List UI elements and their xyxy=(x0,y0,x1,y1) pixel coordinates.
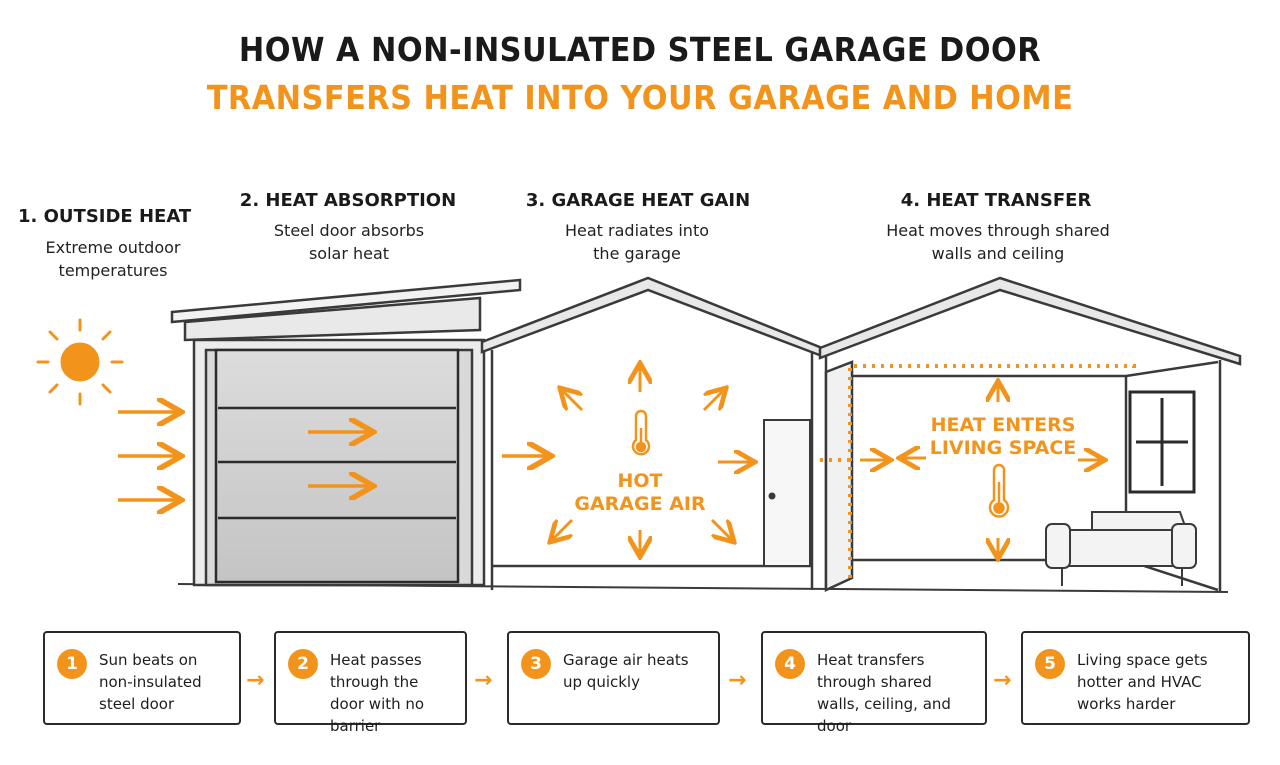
heat-path-dotted xyxy=(820,364,1136,578)
step-card-1: 1 Sun beats on non-insulated steel door xyxy=(43,631,241,725)
title-line-1: HOW A NON-INSULATED STEEL GARAGE DOOR xyxy=(238,30,1042,69)
window-icon xyxy=(1128,390,1196,494)
door-heat-arrows xyxy=(308,432,370,486)
thermometer-icon xyxy=(631,409,651,456)
step-card-text: Heat transfers through shared walls, cei… xyxy=(817,651,951,735)
step-card-4: 4 Heat transfers through shared walls, c… xyxy=(761,631,987,735)
step-4-heading: 4. HEAT TRANSFER xyxy=(900,190,1092,211)
arrow-right-icon: → xyxy=(993,668,1012,693)
sofa-icon xyxy=(1045,511,1197,586)
step-2-heading: 2. HEAT ABSORPTION xyxy=(239,190,457,211)
house-illustration xyxy=(36,276,1242,593)
step-number-badge: 4 xyxy=(775,649,805,679)
outside-heat-arrows xyxy=(118,412,178,500)
step-3-desc: Heat radiates into the garage xyxy=(564,221,709,263)
step-card-text: Sun beats on non-insulated steel door xyxy=(99,651,202,713)
door-icon xyxy=(763,419,811,567)
step-number-badge: 1 xyxy=(57,649,87,679)
hot-garage-air-label: HOT GARAGE AIR xyxy=(574,470,706,515)
heat-enters-living-label: HEAT ENTERS LIVING SPACE xyxy=(929,414,1077,459)
step-4-desc: Heat moves through shared walls and ceil… xyxy=(886,221,1110,263)
arrow-right-icon: → xyxy=(474,668,493,693)
living-thermometer-icon xyxy=(988,463,1010,518)
arrow-right-icon: → xyxy=(728,668,747,693)
sun-icon xyxy=(36,318,124,406)
step-number-badge: 3 xyxy=(521,649,551,679)
steel-door xyxy=(214,348,460,584)
living-house xyxy=(818,276,1242,592)
arrow-right-icon: → xyxy=(246,668,265,693)
living-arrows xyxy=(860,384,1102,556)
radiating-arrows xyxy=(552,366,752,554)
step-card-2: 2 Heat passes through the door with no b… xyxy=(274,631,467,735)
step-2-desc: Steel door absorbs solar heat xyxy=(273,221,425,263)
title-line-2: TRANSFERS HEAT INTO YOUR GARAGE AND HOME xyxy=(206,78,1074,117)
step-number-badge: 5 xyxy=(1035,649,1065,679)
step-card-3: 3 Garage air heats up quickly xyxy=(507,631,720,725)
step-card-text: Living space gets hotter and HVAC works … xyxy=(1077,651,1208,713)
step-card-text: Heat passes through the door with no bar… xyxy=(330,651,425,735)
step-3-heading: 3. GARAGE HEAT GAIN xyxy=(525,190,751,211)
step-card-5: 5 Living space gets hotter and HVAC work… xyxy=(1021,631,1250,725)
step-card-text: Garage air heats up quickly xyxy=(563,651,689,691)
step-number-badge: 2 xyxy=(288,649,318,679)
step-1-heading: 1. OUTSIDE HEAT xyxy=(18,206,192,227)
step-1-desc: Extreme outdoor temperatures xyxy=(45,238,181,280)
